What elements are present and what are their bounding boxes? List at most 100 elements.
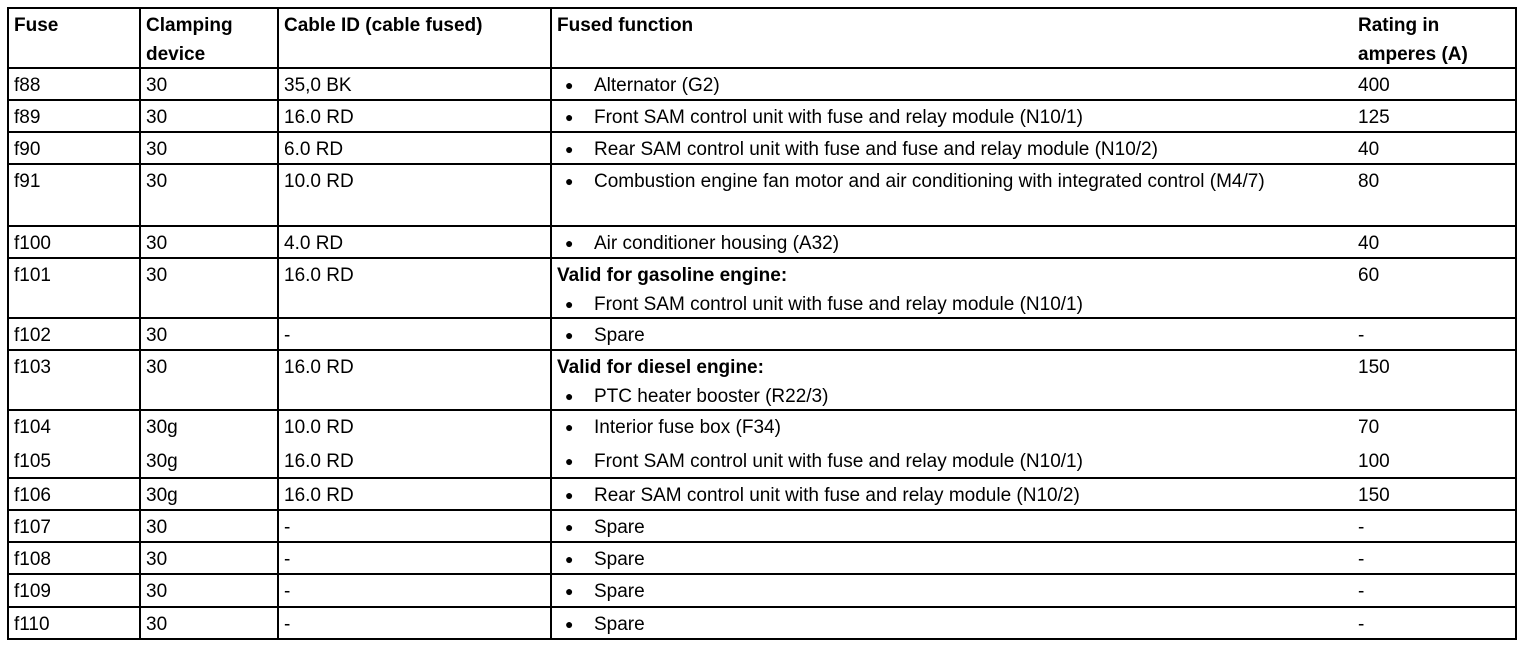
fused-function-text: Spare [594, 614, 645, 635]
fused-function-text: Rear SAM control unit with fuse and rela… [594, 485, 1080, 506]
fuse-id-cell: f104 [9, 411, 141, 445]
clamping-device-cell: 30g [141, 445, 279, 479]
col-header-rating: Rating in amperes (A) [1352, 9, 1515, 69]
fused-function-text: Spare [594, 517, 645, 538]
fused-function-text: Front SAM control unit with fuse and rel… [594, 451, 1083, 472]
fused-function-cell: ● Interior fuse box (F34) [552, 411, 1352, 445]
bullet-icon: ● [565, 616, 574, 632]
fused-function-text: PTC heater booster (R22/3) [594, 386, 829, 407]
cable-id-cell: 16.0 RD [279, 351, 552, 411]
fused-function-cell: ● Spare [552, 608, 1352, 638]
rating-cell: 100 [1352, 445, 1515, 479]
fused-function-cell: ● Spare [552, 511, 1352, 543]
bullet-icon: ● [565, 77, 574, 93]
rating-cell: - [1352, 543, 1515, 575]
rating-cell: - [1358, 614, 1365, 635]
bullet-icon: ● [565, 109, 574, 125]
fuse-id-cell: f100 [9, 227, 141, 259]
fused-function-cell: Valid for diesel engine: ●PTC heater boo… [552, 351, 1352, 411]
fused-function-cell: ● Front SAM control unit with fuse and re… [552, 101, 1352, 133]
clamping-device-cell: 30 [141, 259, 279, 319]
fused-function-cell: ● Rear SAM control unit with fuse and fus… [552, 133, 1352, 165]
fused-function-text: Alternator (G2) [594, 75, 720, 96]
fused-function-cell: ● Front SAM control unit with fuse and re… [552, 445, 1352, 479]
clamping-device-cell: 30 [141, 351, 279, 411]
clamping-device-cell: 30 [141, 165, 279, 227]
cable-id-cell: - [279, 575, 552, 608]
fuse-id-cell: f102 [9, 319, 141, 351]
clamping-device-cell: 30 [141, 227, 279, 259]
bullet-icon: ● [565, 551, 574, 567]
clamping-device-cell: 30 [141, 69, 279, 101]
bullet-icon: ● [565, 141, 574, 157]
fused-function-text: Spare [594, 325, 645, 346]
clamping-device-cell: 30g [141, 479, 279, 511]
fuse-id-cell: f88 [9, 69, 141, 101]
fused-function-text: Spare [594, 549, 645, 570]
fuse-id-cell: f101 [9, 259, 141, 319]
bullet-icon: ● [565, 327, 574, 343]
fused-function-cell: Valid for gasoline engine: ●Front SAM co… [552, 259, 1352, 319]
fused-function-text: Spare [594, 581, 645, 602]
cable-id-cell: 16.0 RD [279, 445, 552, 479]
rating-cell: 400 [1352, 69, 1515, 101]
col-header-clamping-device: Clamping device [141, 9, 279, 69]
fuse-id-cell: f103 [9, 351, 141, 411]
bullet-icon: ● [565, 419, 574, 435]
fuse-id-cell: f106 [9, 479, 141, 511]
fused-function-cell: ● Combustion engine fan motor and air con… [552, 165, 1352, 227]
bullet-icon: ● [565, 296, 574, 312]
rating-cell: 150 [1352, 479, 1515, 511]
fused-function-text: Combustion engine fan motor and air cond… [594, 171, 1265, 192]
fused-function-text: Air conditioner housing (A32) [594, 233, 840, 254]
fused-function-text: Rear SAM control unit with fuse and fuse… [594, 139, 1158, 160]
cable-id-cell: 10.0 RD [279, 411, 552, 445]
bullet-icon: ● [565, 453, 574, 469]
rating-cell: 40 [1352, 133, 1515, 165]
cable-id-cell: - [279, 608, 552, 638]
cable-id-cell: - [279, 511, 552, 543]
cable-id-cell: 6.0 RD [279, 133, 552, 165]
rating-cell: 70 [1358, 417, 1380, 438]
bullet-icon: ● [565, 173, 574, 189]
rating-cell: - [1352, 575, 1515, 608]
bullet-icon: ● [565, 388, 574, 404]
cable-id-cell: 16.0 RD [279, 479, 552, 511]
fused-function-text: Front SAM control unit with fuse and rel… [594, 107, 1083, 128]
fused-function-text: Interior fuse box (F34) [594, 417, 781, 438]
fuse-id-cell: f107 [9, 511, 141, 543]
fuse-id-cell: f89 [9, 101, 141, 133]
cable-id-cell: - [279, 543, 552, 575]
rating-cell: 40 [1352, 227, 1515, 259]
col-header-fuse: Fuse [9, 9, 141, 69]
bullet-icon: ● [565, 519, 574, 535]
rating-cell: 150 [1352, 351, 1515, 411]
cable-id-cell: - [279, 319, 552, 351]
rating-cell: 125 [1352, 101, 1515, 133]
cable-id-cell: 10.0 RD [279, 165, 552, 227]
fuse-id-cell: f91 [9, 165, 141, 227]
bullet-icon: ● [565, 583, 574, 599]
fuse-id-cell: f110 [9, 608, 141, 638]
fused-function-cell: ●Rear SAM control unit with fuse and rel… [552, 479, 1352, 511]
rating-cell: 80 [1352, 165, 1515, 227]
fused-function-cell: ● Spare [552, 543, 1352, 575]
fuse-id-cell: f105 [9, 445, 141, 479]
fused-function-cell: ● Spare [552, 319, 1352, 351]
cable-id-cell: 4.0 RD [279, 227, 552, 259]
cable-id-cell: 16.0 RD [279, 101, 552, 133]
col-header-fused-function: Fused function [552, 9, 1352, 69]
fused-function-cell: ● Spare [552, 575, 1352, 608]
clamping-device-cell: 30 [141, 133, 279, 165]
fused-function-cell: ●Air conditioner housing (A32) [552, 227, 1352, 259]
clamping-device-cell: 30 [141, 101, 279, 133]
col-header-cable-id: Cable ID (cable fused) [279, 9, 552, 69]
fused-function-text: Front SAM control unit with fuse and rel… [594, 294, 1083, 315]
fuse-id-cell: f90 [9, 133, 141, 165]
fuse-id-cell: f109 [9, 575, 141, 608]
fuse-id-cell: f108 [9, 543, 141, 575]
rating-cell: 60 [1352, 259, 1515, 319]
fused-function-cell: ● Alternator (G2) [552, 69, 1352, 101]
rating-cell: - [1352, 511, 1515, 543]
